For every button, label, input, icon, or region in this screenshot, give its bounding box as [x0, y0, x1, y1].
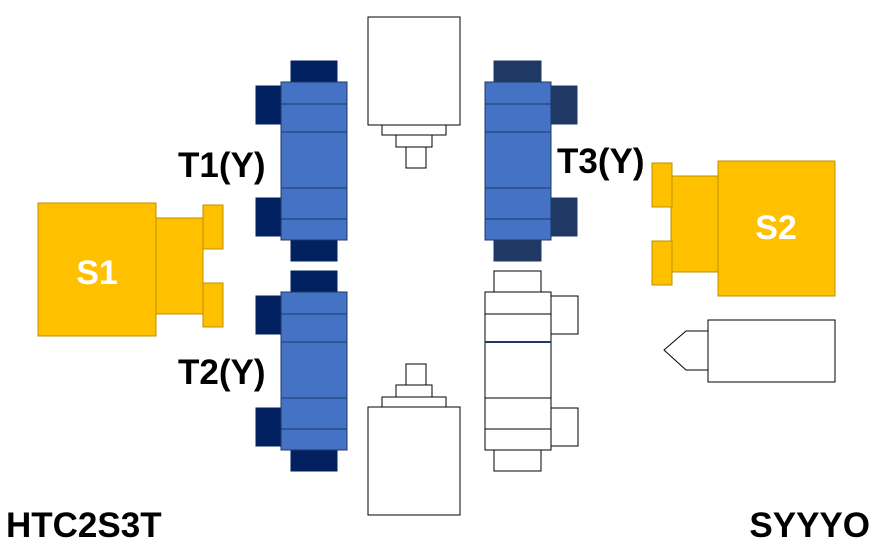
lower-center-outline-unit	[367, 363, 461, 516]
turret-t2-side-block-top	[255, 295, 283, 335]
lower-unit-body	[367, 406, 461, 516]
turret-t1-top-cap	[290, 60, 338, 84]
outline-turret-bottom-cap	[493, 448, 542, 472]
lower-unit-collar	[395, 384, 433, 398]
spindle-s1-body	[37, 202, 157, 337]
turret-t3-label: T3(Y)	[557, 142, 645, 181]
upper-unit-body	[367, 16, 461, 126]
upper-unit-tip	[405, 146, 427, 169]
upper-unit-flange	[381, 124, 447, 136]
turret-outline-lower-right	[484, 270, 579, 472]
spindle-s2-jaw-bottom	[651, 240, 673, 286]
spindle-s2-body	[717, 160, 836, 297]
spindle-s1: S1	[37, 202, 224, 337]
spindle-s1-jaw-bottom	[202, 282, 224, 328]
lower-unit-flange	[381, 396, 447, 408]
outline-turret-top-cap	[493, 270, 542, 294]
turret-t1-bottom-cap	[290, 238, 338, 262]
turret-t2-side-block-bottom	[255, 407, 283, 447]
turret-t3	[484, 60, 578, 262]
spindle-s2: S2	[651, 160, 836, 297]
turret-t2-label: T2(Y)	[178, 353, 266, 392]
turret-t1-side-block-top	[255, 85, 283, 125]
spindle-s2-chuck	[670, 175, 719, 273]
turret-t1-body	[280, 81, 348, 241]
spindle-s2-jaw-top	[651, 162, 673, 208]
right-outline-tool-unit	[663, 319, 836, 383]
spindle-s1-jaw-top	[202, 204, 224, 250]
upper-center-outline-unit	[367, 16, 461, 169]
upper-unit-collar	[395, 134, 433, 148]
outline-turret-body	[484, 291, 552, 451]
model-code-label: HTC2S3T	[6, 506, 162, 545]
right-tool-tip	[663, 330, 709, 371]
turret-t1-label: T1(Y)	[178, 146, 266, 185]
turret-t3-top-cap	[493, 60, 542, 84]
turret-t3-side-block-top	[550, 85, 578, 125]
turret-t2-top-cap	[290, 270, 338, 294]
axis-config-label: SYYYO	[749, 506, 870, 545]
turret-t3-bottom-cap	[493, 238, 542, 262]
turret-t3-body	[484, 81, 552, 241]
outline-turret-side-block-bottom	[550, 407, 579, 447]
turret-t2-body	[280, 291, 348, 451]
spindle-s2-label: S2	[755, 209, 797, 247]
turret-t2	[255, 270, 348, 472]
outline-turret-side-block-top	[550, 295, 579, 335]
turret-t1-side-block-bottom	[255, 197, 283, 237]
right-tool-body	[707, 319, 836, 383]
turret-t1	[255, 60, 348, 262]
turret-t3-side-block-bottom	[550, 197, 578, 237]
turret-t2-bottom-cap	[290, 448, 338, 472]
spindle-s1-label: S1	[76, 254, 118, 292]
lower-unit-tip	[405, 363, 427, 386]
spindle-s1-chuck	[155, 217, 204, 315]
